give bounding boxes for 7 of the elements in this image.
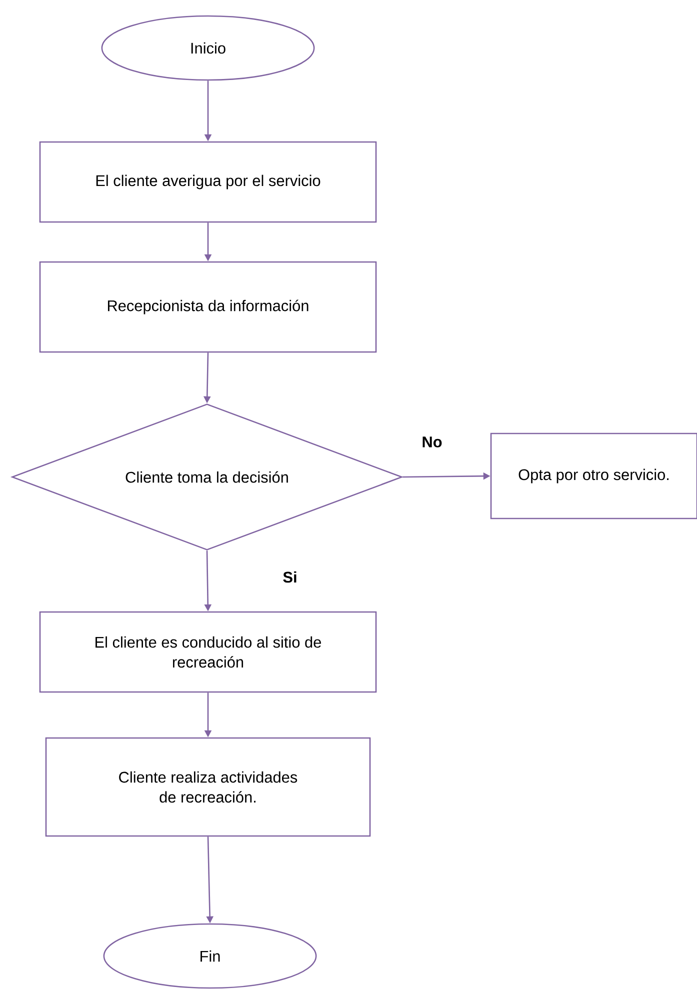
process-box: El cliente averigua por el servicio (39, 141, 377, 223)
process-box: Cliente realiza actividades de recreación. (45, 737, 371, 837)
process-box: El cliente es conducido al sitio de recreación (39, 611, 377, 693)
edge-label: No (420, 436, 444, 448)
process-box: Opta por otro servicio. (490, 432, 697, 520)
edge-label: Si (282, 570, 298, 584)
process-box: Recepcionista da información (39, 261, 377, 353)
